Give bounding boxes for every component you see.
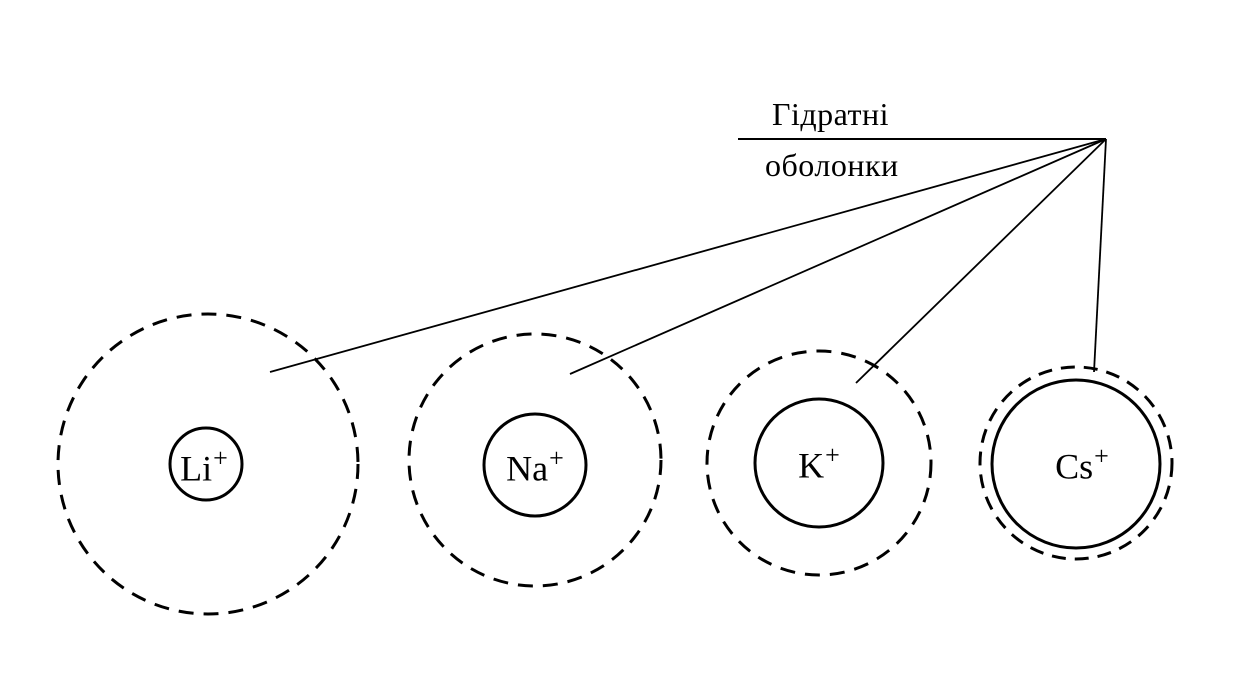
hydration-shell-cs [978, 365, 1174, 561]
legend-label-line2: оболонки [765, 147, 899, 183]
ion-charge-cs: + [1094, 441, 1109, 471]
ion-core-k [753, 397, 885, 529]
ion-charge-k: + [825, 440, 840, 470]
ion-symbol-na: Na [506, 448, 549, 489]
ion-label-na: Na+ [506, 443, 564, 489]
ion-symbol-k: K [798, 445, 825, 486]
hydration-shell-k [705, 349, 933, 577]
ion-label-cs: Cs+ [1055, 441, 1109, 487]
ion-core-li [168, 426, 244, 502]
hydration-shell-li [56, 312, 360, 616]
ion-symbol-cs: Cs [1055, 446, 1094, 487]
ion-core-cs [990, 378, 1162, 550]
ion-charge-na: + [549, 443, 564, 473]
pointer-line-cs [1093, 138, 1107, 373]
ion-charge-li: + [213, 443, 228, 473]
hydration-shell-na [407, 332, 663, 588]
legend-label-line1: Гідратні [772, 96, 890, 132]
ion-core-na [482, 412, 588, 518]
ion-symbol-li: Li [180, 448, 213, 489]
ion-label-li: Li+ [180, 443, 228, 489]
pointer-line-na [569, 138, 1107, 375]
pointer-line-k [855, 138, 1107, 384]
pointer-line-li [269, 138, 1107, 373]
ion-label-k: K+ [798, 440, 840, 486]
